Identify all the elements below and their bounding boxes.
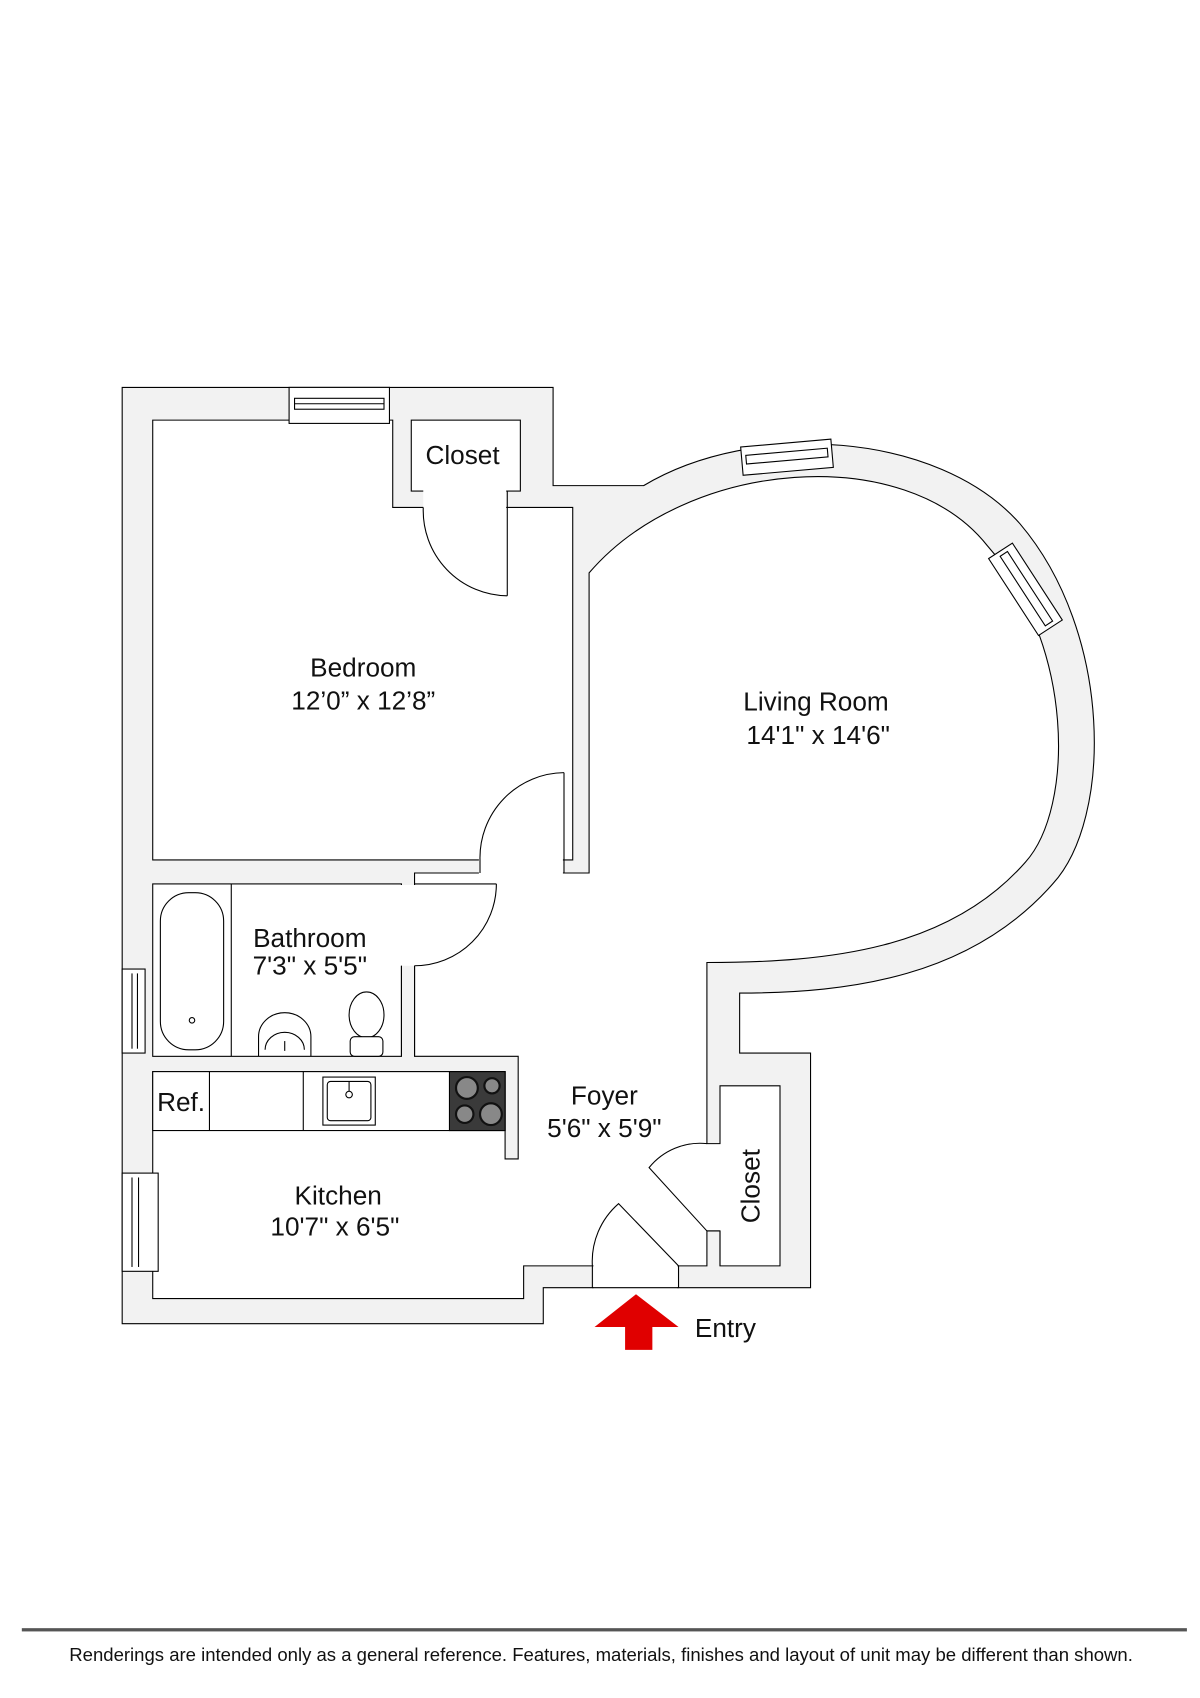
kitchen-window xyxy=(121,1172,159,1272)
bathtub-icon xyxy=(159,892,225,1051)
bathroom-window xyxy=(121,968,146,1054)
stove-icon xyxy=(448,1071,506,1132)
refrigerator-label: Ref. xyxy=(157,1087,205,1117)
bathroom-door-swing xyxy=(414,883,497,967)
bedroom-label: Bedroom xyxy=(310,653,416,683)
bedroom-closet-label: Closet xyxy=(425,440,500,470)
entry-arrow-icon xyxy=(594,1294,679,1350)
foyer-closet-label: Closet xyxy=(735,1148,765,1223)
divider xyxy=(21,1628,1187,1632)
kitchen-sink-icon xyxy=(322,1076,376,1126)
kitchen-size: 10'7" x 6'5" xyxy=(270,1211,399,1241)
living-room-size: 14'1" x 14'6" xyxy=(746,720,890,750)
kitchen-label: Kitchen xyxy=(295,1181,382,1211)
entry-label: Entry xyxy=(695,1313,757,1343)
bathroom-sink-icon xyxy=(258,1012,312,1057)
bathroom-size: 7'3" x 5'5" xyxy=(253,950,367,980)
bathroom-label: Bathroom xyxy=(253,923,366,953)
living-room-window-right xyxy=(987,542,1064,637)
living-room-label: Living Room xyxy=(743,686,888,716)
disclaimer: Renderings are intended only as a genera… xyxy=(69,1644,1133,1665)
foyer-size: 5'6" x 5'9" xyxy=(547,1113,661,1143)
bedroom-size: 12’0” x 12’8” xyxy=(291,685,435,715)
bathroom-area xyxy=(152,883,402,1057)
toilet-icon xyxy=(348,991,385,1057)
entry-door xyxy=(591,1202,679,1267)
foyer-closet-door xyxy=(648,1142,708,1232)
foyer-label: Foyer xyxy=(571,1080,638,1110)
bedroom-window xyxy=(288,386,390,424)
bedroom-closet-area xyxy=(410,419,521,492)
living-room-window-top xyxy=(740,438,834,476)
bedroom-door-swing xyxy=(479,772,565,874)
closet-door-swing xyxy=(422,507,508,597)
bedroom-area xyxy=(152,419,574,861)
